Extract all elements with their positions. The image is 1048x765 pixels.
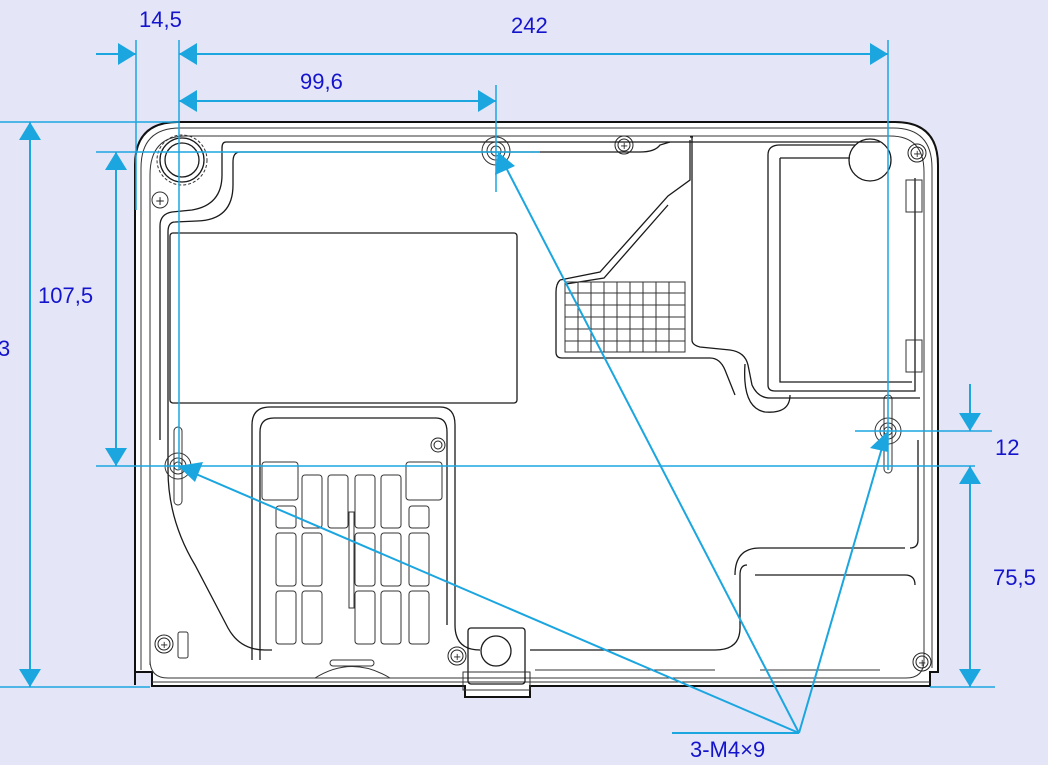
- front-left-foot-area: +: [151, 134, 880, 651]
- dimension-label-hole-spacing-x: 99,6: [300, 69, 343, 94]
- exhaust-vent-grid: [555, 140, 736, 396]
- projector-body: [134, 121, 939, 698]
- dimension-lines: [0, 40, 995, 734]
- svg-text:+: +: [155, 194, 165, 208]
- screw-spec-callout: 3-M4×9: [690, 737, 766, 762]
- label-recess: [169, 232, 518, 404]
- svg-text:+: +: [160, 640, 168, 651]
- svg-text:+: +: [918, 658, 926, 669]
- dimension-label-left-offset: 14,5: [139, 7, 182, 32]
- front-adjustable-foot: [462, 627, 531, 691]
- right-lower-panel: [177, 440, 919, 671]
- screw-icons: [154, 135, 932, 672]
- intake-vent: [251, 406, 481, 679]
- svg-text:+: +: [913, 149, 921, 160]
- dimension-label-overall-height: 3: [0, 336, 11, 361]
- lamp-cover: [690, 136, 923, 413]
- dimension-label-front-hole-depth: 107,5: [38, 283, 94, 308]
- dimension-label-rear-hole-height: 75,5: [993, 565, 1036, 590]
- svg-text:+: +: [453, 652, 461, 663]
- dimension-label-overall-width: 242: [511, 13, 548, 38]
- svg-text:+: +: [620, 141, 628, 152]
- dimension-label-rear-hole-offset: 12: [995, 435, 1020, 460]
